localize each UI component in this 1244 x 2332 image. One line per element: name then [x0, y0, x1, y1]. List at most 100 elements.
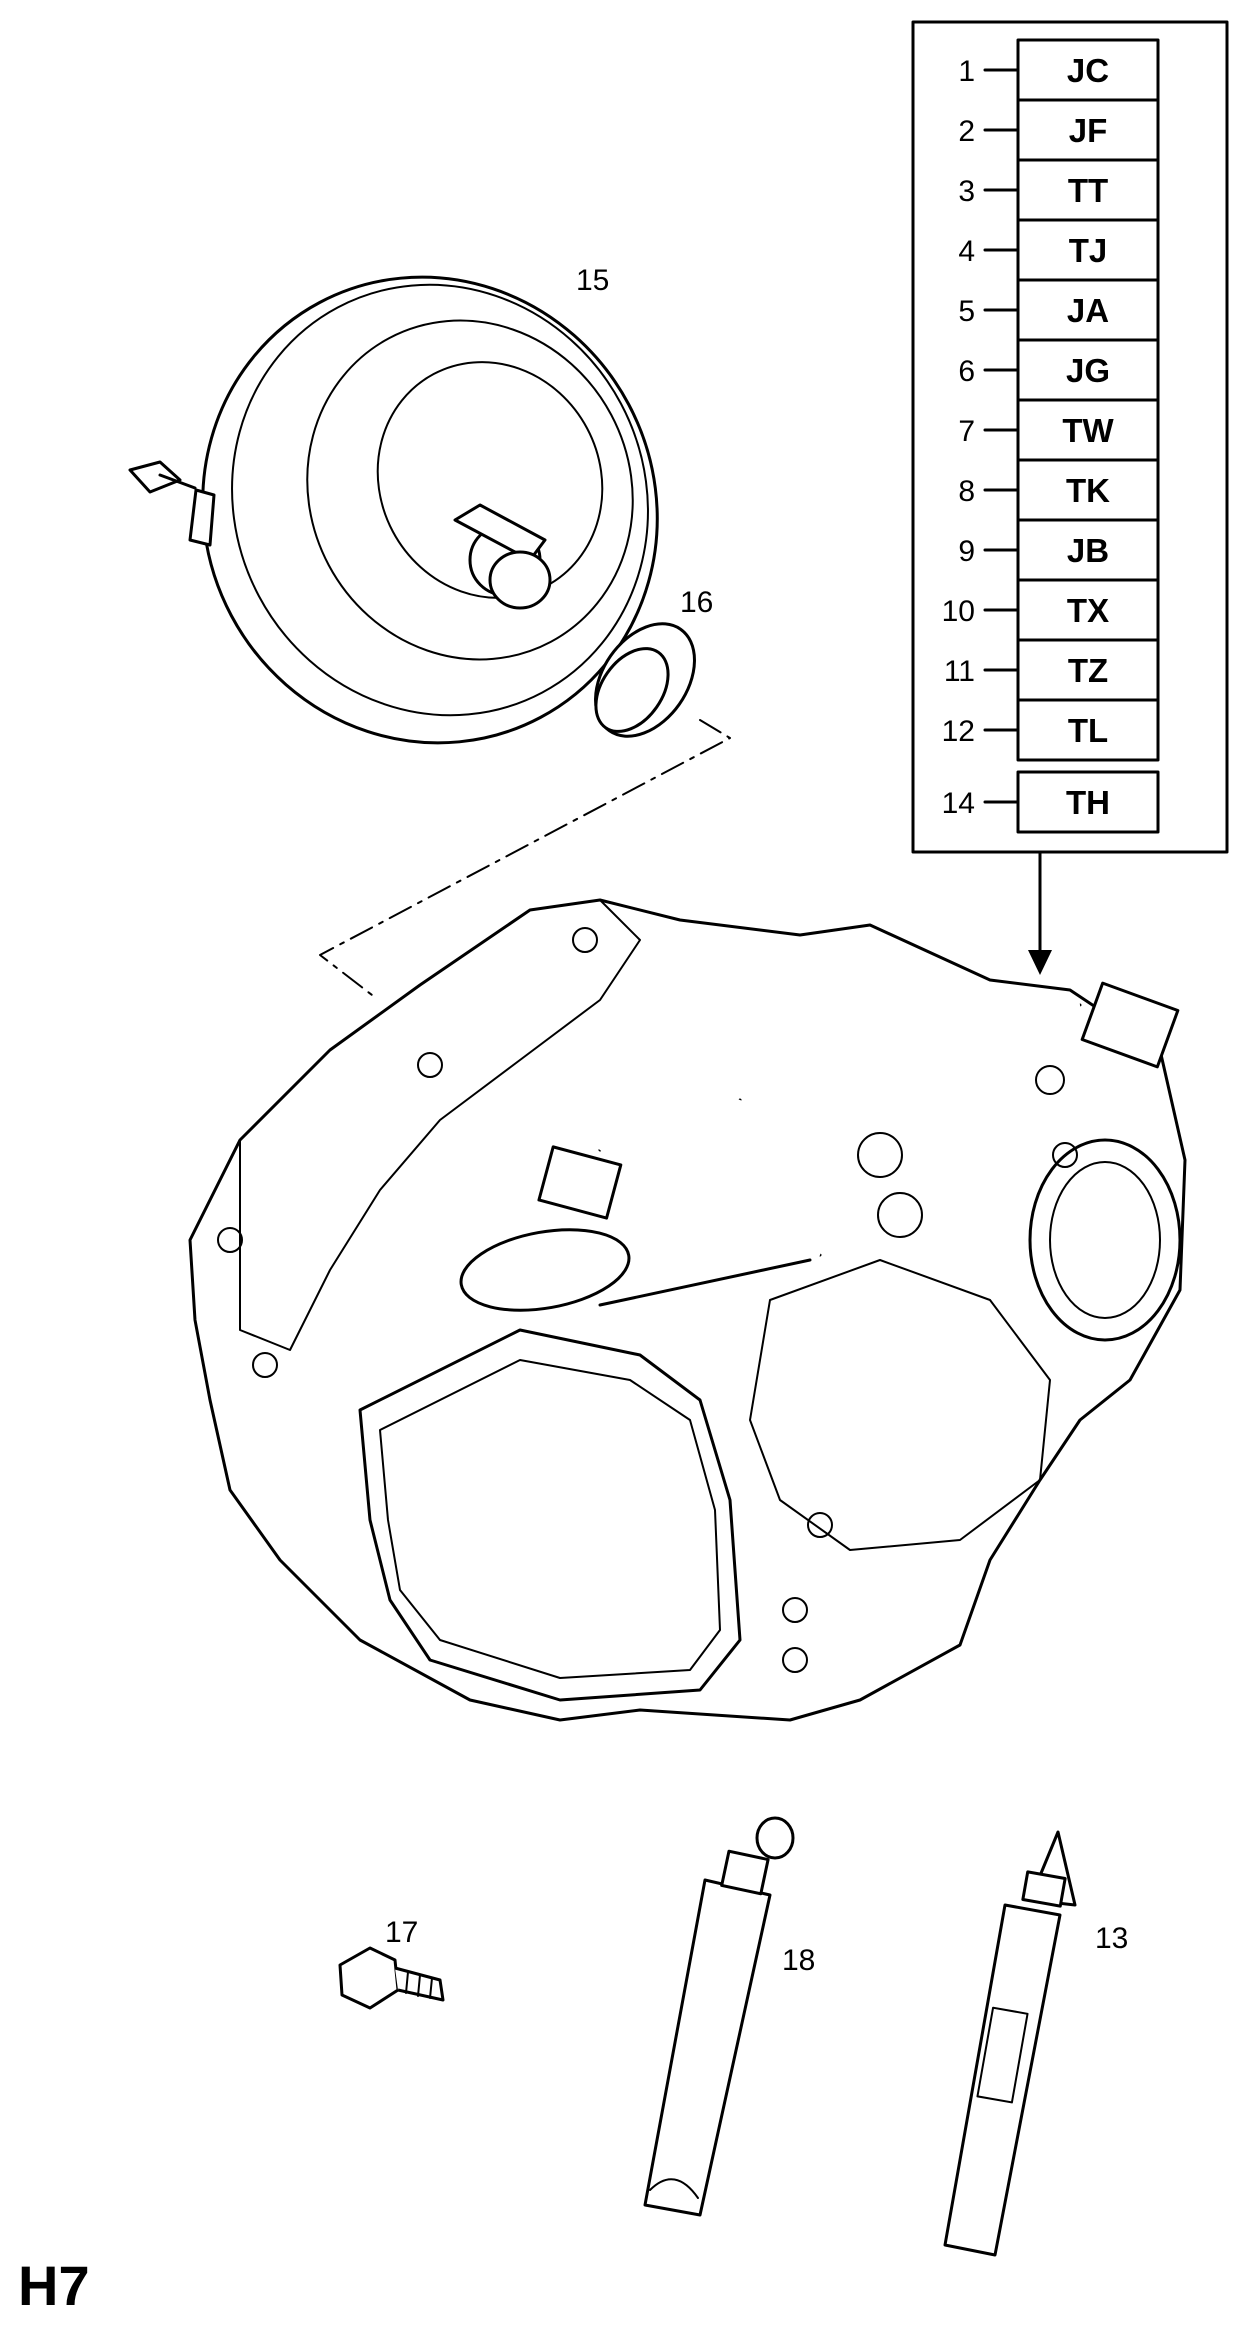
oil-pan [358, 1328, 742, 1702]
legend-code-text: TT [1068, 172, 1108, 209]
oil-pan-lip [379, 1359, 721, 1679]
legend-item-number: 14 [942, 787, 975, 820]
converter-hub-neck [453, 503, 547, 562]
torque-converter: 15 [128, 264, 659, 745]
boss [877, 1192, 923, 1238]
case-bolt [807, 1512, 833, 1538]
legend-row: 7 TW [958, 398, 1160, 462]
legend-frame [911, 20, 1229, 854]
selector-shaft [598, 1258, 812, 1307]
case-bolt [217, 1227, 243, 1253]
legend-code-text: JF [1069, 112, 1108, 149]
tube-18-crimp [649, 2178, 699, 2199]
legend-code-text: JC [1067, 52, 1109, 89]
case-bolt [782, 1597, 808, 1623]
legend-row: 3 TT [958, 158, 1160, 222]
wiring-branch-core [726, 1098, 822, 1259]
legend-code-box [1016, 698, 1160, 762]
legend-row: 9 JB [958, 518, 1160, 582]
thread-line [417, 1974, 421, 1997]
thread-line [405, 1971, 409, 1994]
legend-row: 12 TL [942, 698, 1160, 762]
legend-code-text: TZ [1068, 652, 1108, 689]
sealant-tube-18: 18 [643, 1816, 815, 2217]
case-bolt [572, 927, 598, 953]
harness-connector-left [537, 1145, 623, 1220]
converter-outer-shell [201, 275, 659, 745]
legend-row: 5 JA [958, 278, 1160, 342]
tube-13-collar [1021, 1870, 1067, 1908]
harness-connector-right [1080, 981, 1180, 1069]
tube-18-cap [720, 1849, 770, 1896]
automatic-transaxle [188, 898, 1187, 1722]
case-bolt [417, 1052, 443, 1078]
legend-row: 4 TJ [958, 218, 1160, 282]
legend-row: 14 TH [942, 770, 1160, 834]
converter-ring-1 [306, 319, 634, 661]
legend-code-text: TK [1066, 472, 1110, 509]
thread-line [429, 1977, 433, 1999]
assembly-centerline [319, 719, 731, 996]
case-bolt [1035, 1065, 1065, 1095]
tube-13-label [976, 2006, 1029, 2104]
legend-code-text: TL [1068, 712, 1108, 749]
legend-code-text: JG [1066, 352, 1110, 389]
legend-pointer-arrowhead [1028, 950, 1052, 975]
legend-item-number: 8 [958, 475, 975, 508]
legend-item-number: 1 [958, 55, 975, 88]
end-cover-inner [1049, 1161, 1161, 1319]
converter-bolt [128, 460, 182, 494]
legend-row: 11 TZ [944, 638, 1160, 702]
legend-code-text: TX [1067, 592, 1109, 629]
legend-item-number: 6 [958, 355, 975, 388]
legend-code-text: TJ [1069, 232, 1108, 269]
bell-housing [239, 899, 641, 1351]
end-cover [1028, 1138, 1182, 1342]
converter-hub-face [488, 550, 552, 610]
legend-code-text: JB [1067, 532, 1109, 569]
legend-item-number: 4 [958, 235, 975, 268]
legend-item-number: 10 [942, 595, 975, 628]
selector-lever-housing [459, 1228, 631, 1312]
legend-code-text: TH [1066, 784, 1110, 821]
tube-18-lid [755, 1816, 795, 1860]
case-bolt [1052, 1142, 1078, 1168]
converter-rim [231, 283, 649, 717]
callout-16: 16 [680, 586, 713, 619]
callout-17: 17 [385, 1916, 418, 1949]
legend-item-number: 3 [958, 175, 975, 208]
legend-row: 8 TK [958, 458, 1160, 522]
converter-lug [188, 488, 216, 547]
differential-housing [749, 1259, 1051, 1551]
tube-18-body [643, 1878, 772, 2217]
legend-item-number: 9 [958, 535, 975, 568]
tube-13-body [943, 1903, 1062, 2257]
callout-13: 13 [1095, 1922, 1128, 1955]
case-bolt [252, 1352, 278, 1378]
legend-row: 10 TX [942, 578, 1160, 642]
seal-inner [594, 647, 670, 733]
legend-row: 1 JC [958, 38, 1160, 102]
legend-item-number: 5 [958, 295, 975, 328]
legend-row: 6 JG [958, 338, 1160, 402]
callout-18: 18 [782, 1944, 815, 1977]
wiring-harness-core [596, 1001, 1081, 1153]
oil-seal: 16 [594, 586, 713, 738]
legend-item-number: 2 [958, 115, 975, 148]
legend-row: 2 JF [958, 98, 1160, 162]
legend-code-text: JA [1067, 292, 1109, 329]
sealant-cartridge-13: 13 [943, 1830, 1128, 2257]
legend-item-number: 11 [944, 655, 975, 688]
page-code: H7 [18, 2254, 90, 2317]
plug-hex-head [338, 1946, 400, 2010]
callout-15: 15 [576, 264, 609, 297]
legend-code-text: TW [1062, 412, 1114, 449]
boss [857, 1132, 903, 1178]
drain-plug: 17 [338, 1916, 445, 2010]
legend-item-number: 7 [958, 415, 975, 448]
case-bolt [782, 1647, 808, 1673]
legend-item-number: 12 [942, 715, 975, 748]
converter-bolt-shank [158, 473, 197, 490]
